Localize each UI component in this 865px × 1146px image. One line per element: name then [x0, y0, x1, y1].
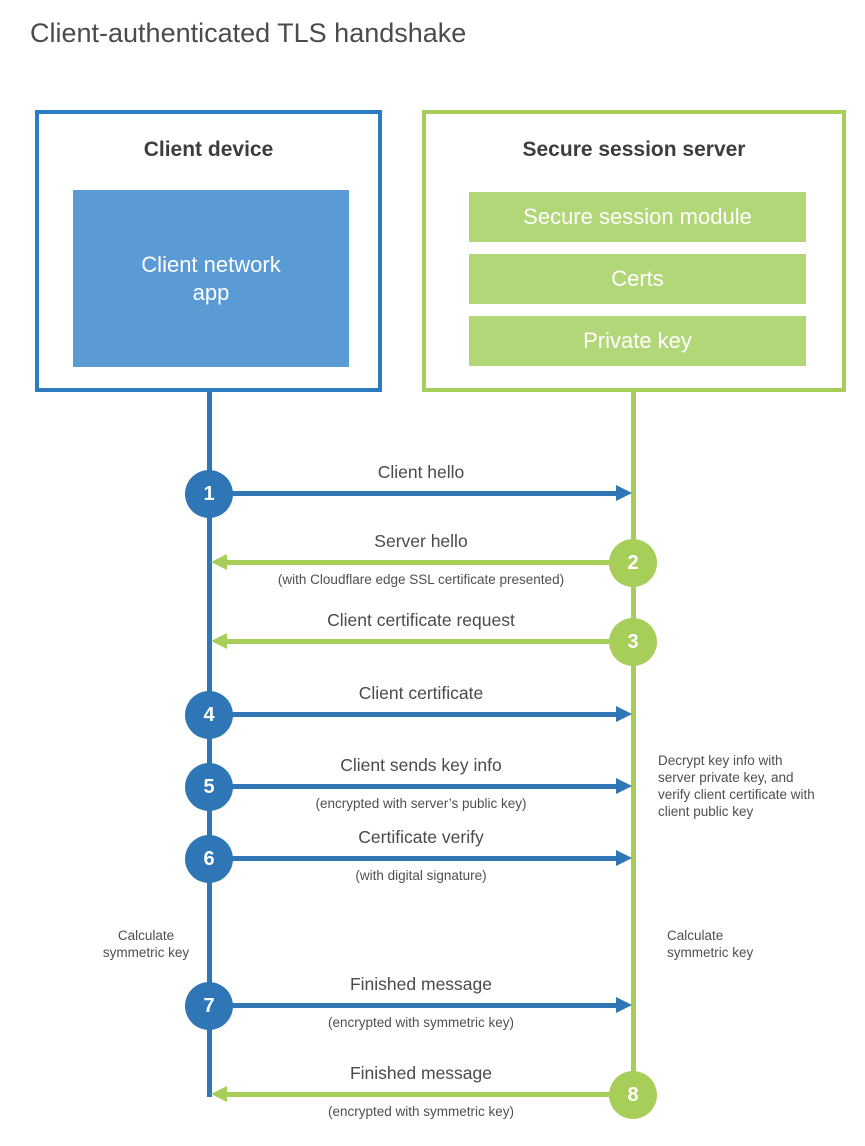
calculate-symmetric-key-note-server: Calculate symmetric key: [667, 928, 754, 960]
calculate-symmetric-key-note-client: Calculate symmetric key: [102, 928, 190, 960]
step-1-number: 1: [203, 482, 215, 505]
step-3-number-badge: 3: [609, 618, 657, 666]
step-6-sub-label: (with digital signature): [355, 868, 487, 883]
server-module-bar-secure-session-module: Secure session module: [469, 192, 806, 242]
step-5-arrow-line: [209, 784, 617, 789]
step-7-arrow-line: [209, 1003, 617, 1008]
step-1-arrowhead-right-icon: [616, 485, 632, 501]
server-module-bar-private-key: Private key: [469, 316, 806, 366]
step-8-arrowhead-left-icon: [211, 1086, 227, 1102]
step-2-number: 2: [627, 551, 639, 574]
step-4-number: 4: [203, 703, 215, 726]
step-6-number: 6: [203, 847, 215, 870]
step-4-arrow-line: [209, 712, 617, 717]
step-5-arrowhead-right-icon: [616, 778, 632, 794]
step-4-arrowhead-right-icon: [616, 706, 632, 722]
server-module-bar-certs: Certs: [469, 254, 806, 304]
secure-session-server-title: Secure session server: [522, 138, 746, 161]
step-5-number-badge: 5: [185, 763, 233, 811]
client-device-title: Client device: [143, 138, 274, 161]
step-8-sub-label: (encrypted with symmetric key): [327, 1104, 515, 1119]
step-8-number-badge: 8: [609, 1071, 657, 1119]
step-1-label: Client hello: [377, 462, 465, 482]
step-8-arrow-line: [227, 1092, 633, 1097]
server-lifeline: [631, 392, 636, 1095]
step-2-arrowhead-left-icon: [211, 554, 227, 570]
step-8-label: Finished message: [349, 1063, 493, 1083]
step-4-label: Client certificate: [358, 683, 484, 703]
step-7-label: Finished message: [349, 974, 493, 994]
step-2-arrow-line: [227, 560, 633, 565]
step-3-label: Client certificate request: [327, 610, 515, 630]
step-2-number-badge: 2: [609, 539, 657, 587]
step-3-arrow-line: [227, 639, 633, 644]
client-device-box: Client device Client network app: [35, 110, 382, 392]
step-7-arrowhead-right-icon: [616, 997, 632, 1013]
step-3-arrowhead-left-icon: [211, 633, 227, 649]
step-1-number-badge: 1: [185, 470, 233, 518]
step-1-arrow-line: [209, 491, 617, 496]
client-network-app-box: Client network app: [73, 190, 349, 367]
page-title: Client-authenticated TLS handshake: [30, 18, 467, 48]
step-6-arrow-line: [209, 856, 617, 861]
step-7-number-badge: 7: [185, 982, 233, 1030]
step-7-sub-label: (encrypted with symmetric key): [327, 1015, 515, 1030]
server-module-label: Secure session module: [523, 204, 752, 229]
step-5-number: 5: [203, 775, 215, 798]
client-network-app-label: Client network app: [141, 252, 281, 305]
step-5-sub-label: (encrypted with server’s public key): [315, 796, 527, 811]
step-6-arrowhead-right-icon: [616, 850, 632, 866]
step-2-sub-label: (with Cloudflare edge SSL certificate pr…: [277, 572, 565, 587]
step-2-label: Server hello: [374, 531, 468, 551]
step-5-label: Client sends key info: [340, 755, 502, 775]
step-3-number: 3: [627, 630, 639, 653]
step-4-number-badge: 4: [185, 691, 233, 739]
server-module-label: Certs: [611, 266, 664, 291]
step-8-number: 8: [627, 1083, 639, 1106]
decrypt-key-info-note: Decrypt key info with server private key…: [658, 753, 815, 819]
client-lifeline: [207, 392, 212, 1097]
secure-session-server-box: Secure session server Secure session mod…: [422, 110, 846, 392]
step-7-number: 7: [203, 994, 215, 1017]
step-6-label: Certificate verify: [358, 827, 484, 847]
step-6-number-badge: 6: [185, 835, 233, 883]
server-module-label: Private key: [583, 328, 692, 353]
